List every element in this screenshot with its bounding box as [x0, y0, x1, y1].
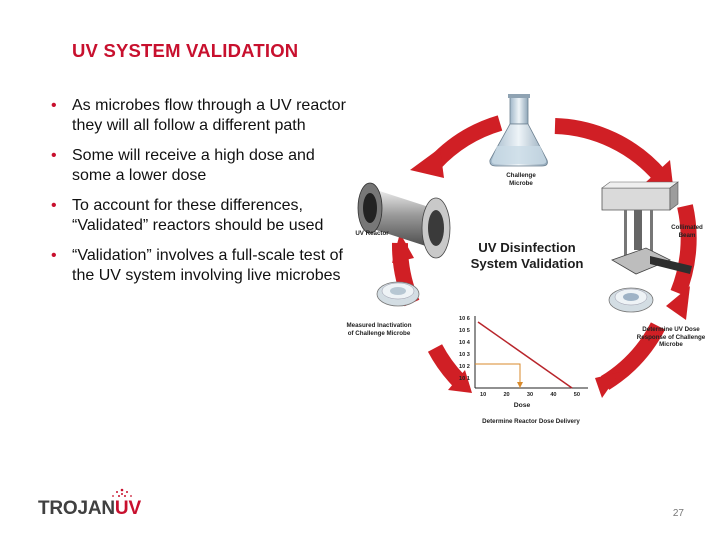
reactor-icon	[357, 182, 451, 259]
logo-text-uv: UV	[114, 498, 141, 519]
flask-icon	[489, 94, 548, 167]
x-tick: 50	[573, 392, 580, 398]
x-tick: 10	[480, 392, 487, 398]
bullet-item: • “Validation” involves a full-scale test…	[48, 246, 348, 286]
graph-y-ticks: 10 6 10 5 10 4 10 3 10 2 10 1	[459, 316, 475, 388]
bullet-icon: •	[51, 247, 57, 264]
bullet-item: • To account for these differences, “Vali…	[48, 196, 348, 236]
y-tick: 10 2	[459, 364, 470, 370]
logo-sparkle-icon	[112, 488, 132, 497]
bullet-icon: •	[51, 147, 57, 164]
diagram-title-line1: UV Disinfection	[478, 240, 576, 255]
x-tick: 40	[550, 392, 557, 398]
dose-response-line	[477, 321, 573, 389]
arrow-right	[670, 204, 697, 297]
arrow-head	[410, 148, 444, 178]
logo-text-trojan: TROJAN	[38, 498, 115, 519]
label-uv-reactor: UV Reactor	[355, 230, 389, 237]
y-tick: 10 4	[459, 340, 470, 346]
petri-dish-icon	[376, 281, 420, 307]
label-measured-inactivation: Measured Inactivation of Challenge Micro…	[346, 322, 412, 337]
arrow-heads	[392, 148, 690, 398]
arrow-top-right	[554, 118, 667, 182]
validation-diagram: Challenge Microbe Collimated Beam UV Rea…	[340, 88, 710, 433]
y-tick: 10 5	[459, 328, 470, 334]
diagram-title-line2: System Validation	[470, 256, 584, 271]
page-number: 27	[672, 508, 684, 519]
y-tick: 10 1	[459, 376, 470, 382]
label-dose-delivery: Determine Reactor Dose Delivery	[482, 418, 580, 425]
bullet-icon: •	[51, 97, 57, 114]
diagram-title: UV Disinfection System Validation	[452, 240, 602, 272]
bullet-text: Some will receive a high dose and some a…	[72, 147, 315, 184]
bullet-item: • Some will receive a high dose and some …	[48, 146, 348, 186]
guide-arrow-head	[517, 382, 523, 388]
graph-x-ticks: 10 20 30 40 50	[480, 392, 580, 400]
bullet-item: • As microbes flow through a UV reactor t…	[48, 96, 348, 136]
arrow-head	[448, 370, 472, 393]
y-tick: 10 6	[459, 316, 470, 322]
bullet-icon: •	[51, 197, 57, 214]
slide-title: UV SYSTEM VALIDATION	[72, 40, 299, 61]
x-tick: 30	[526, 392, 534, 398]
bullet-list: • As microbes flow through a UV reactor t…	[48, 96, 348, 296]
graph-x-label: Dose	[513, 402, 531, 409]
label-collimated-beam: Collimated Beam	[671, 224, 703, 239]
bullet-text: “Validation” involves a full-scale test …	[72, 247, 343, 284]
collimated-beam-icon	[601, 181, 692, 275]
arrow-head	[666, 286, 690, 320]
arrow-bottom-left	[427, 344, 464, 386]
label-challenge-microbe: Challenge Microbe	[506, 172, 536, 187]
arrow-head	[595, 372, 620, 398]
delivery-guide-line	[475, 363, 521, 388]
x-tick: 20	[503, 392, 510, 398]
label-dose-response: Determine UV Dose Response of Challenge …	[636, 326, 706, 348]
diagram-graphic	[357, 94, 697, 398]
arrow-head	[392, 233, 414, 263]
petri-dish-icon	[608, 287, 654, 313]
y-tick: 10 3	[459, 352, 470, 358]
bullet-text: As microbes flow through a UV reactor th…	[72, 97, 346, 134]
trojan-uv-logo: TROJANUV	[38, 488, 141, 520]
dose-response-graph	[474, 316, 588, 389]
bullet-text: To account for these differences, “Valid…	[72, 197, 324, 234]
arrow-top-left	[429, 115, 503, 169]
